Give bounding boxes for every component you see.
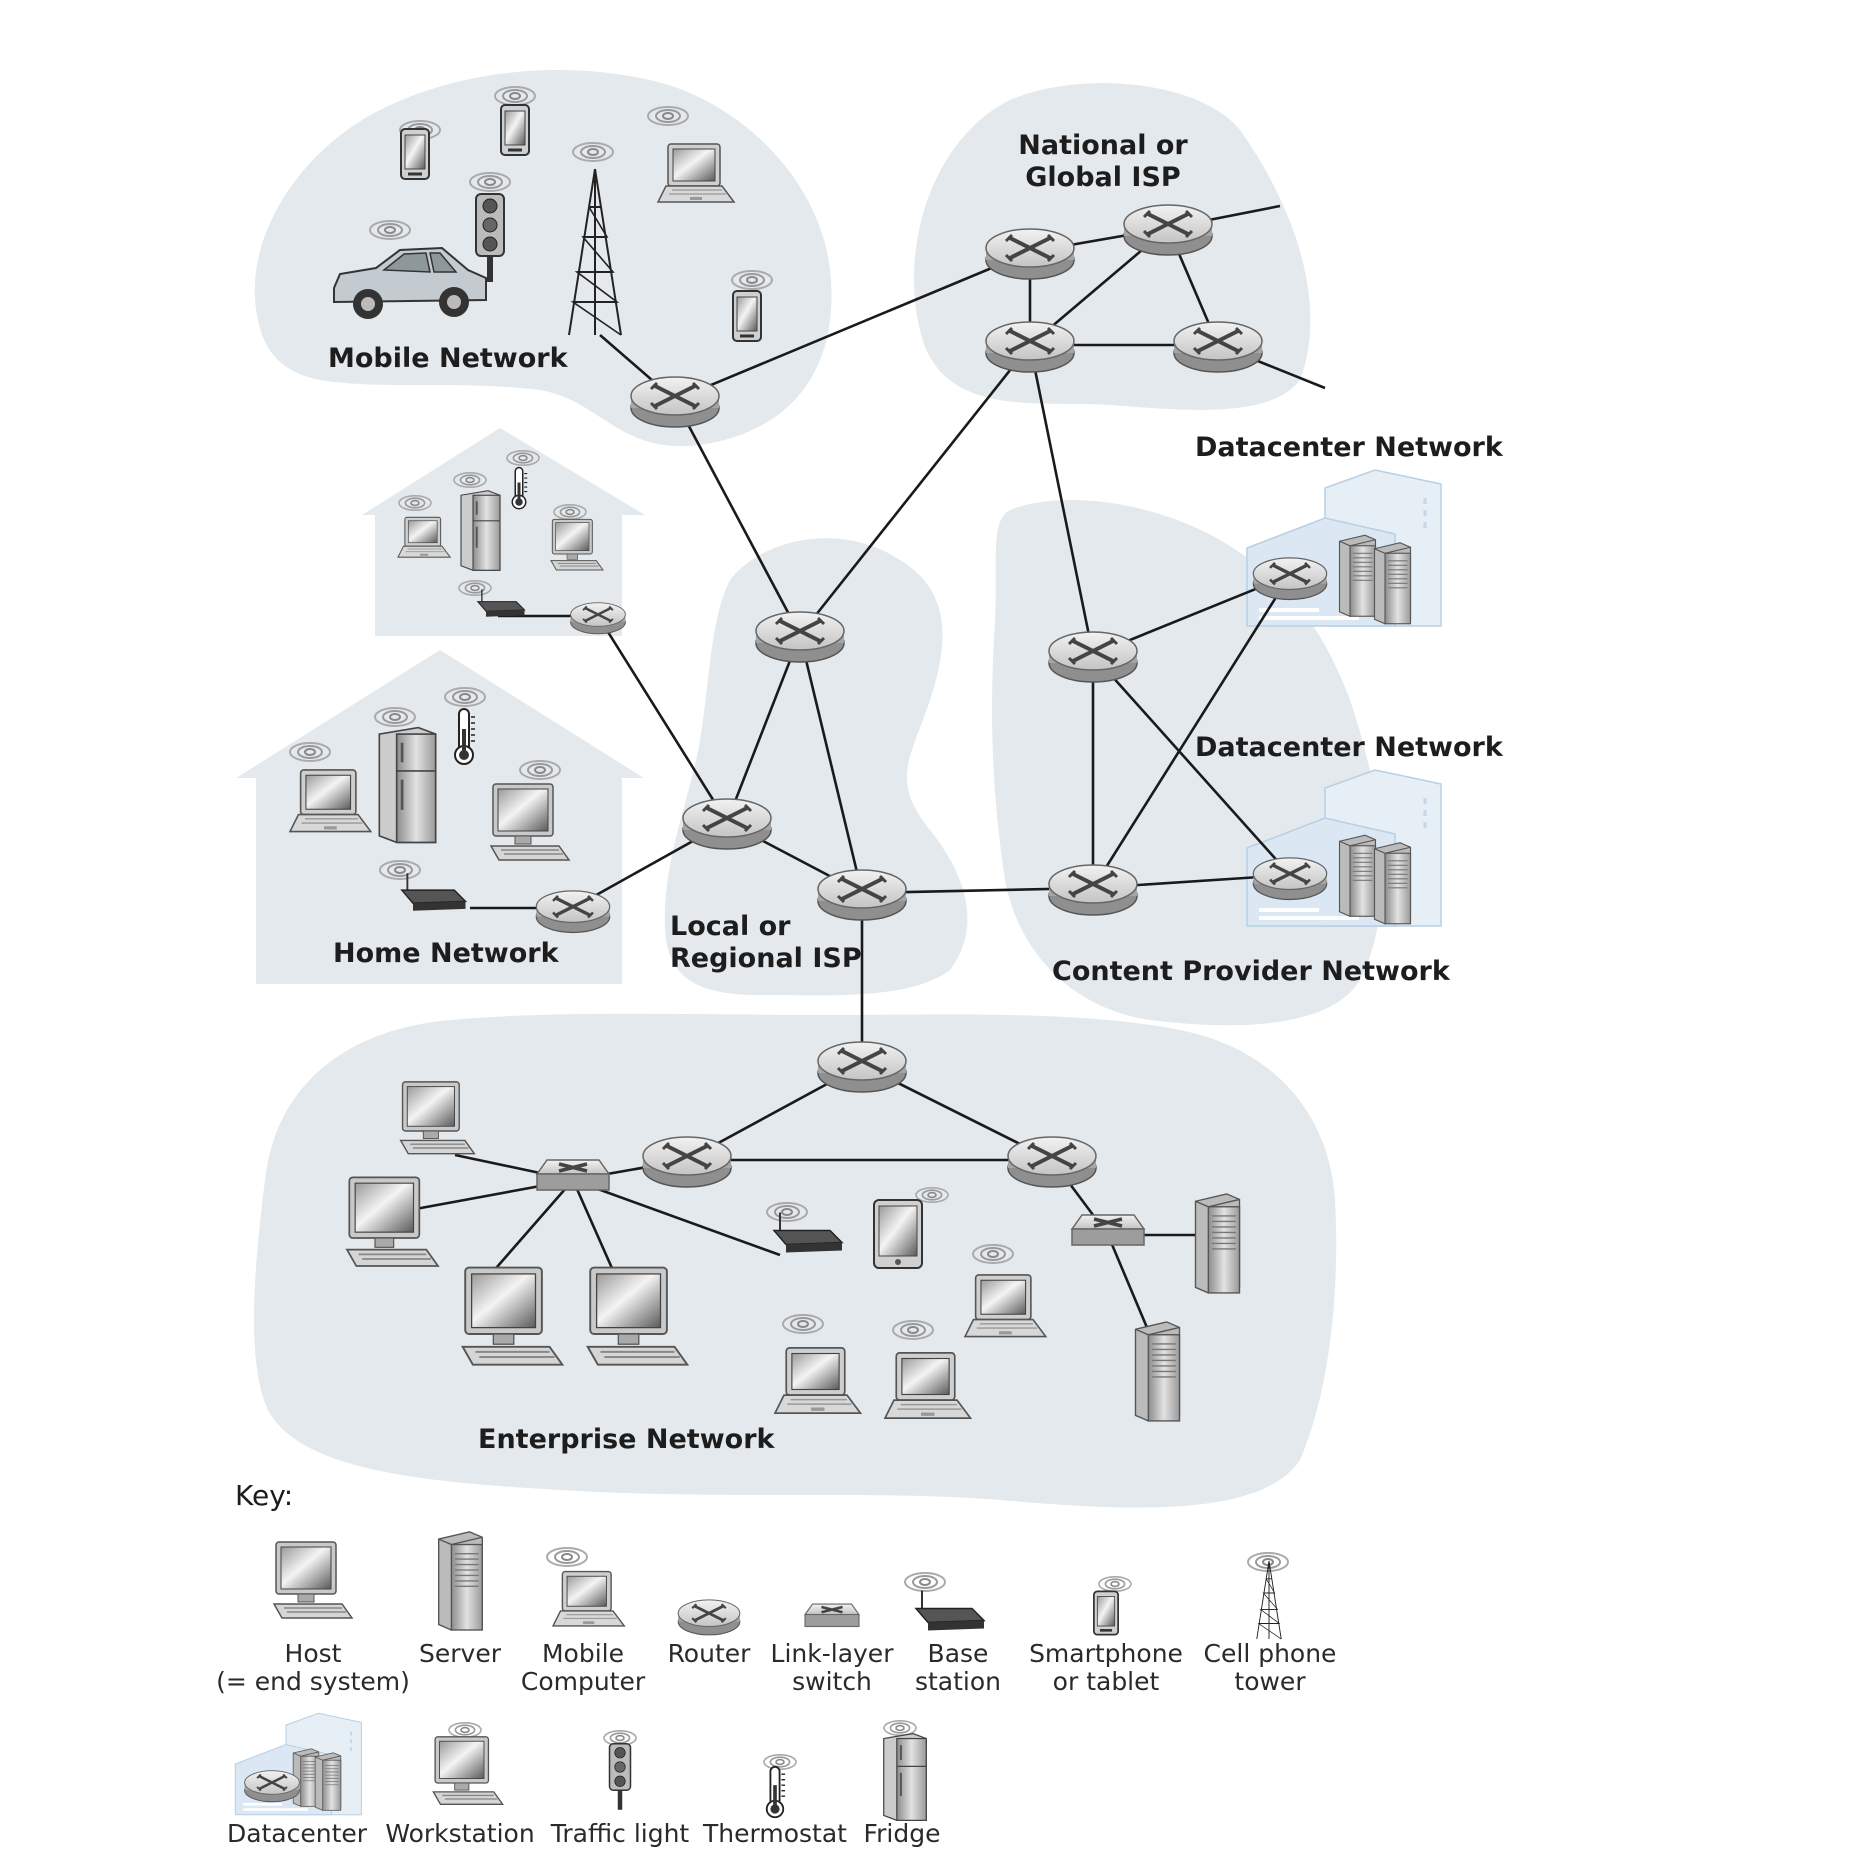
router-ent-left	[641, 1135, 733, 1189]
key-item-thermostat: Thermostat	[702, 1753, 847, 1848]
key-item-traffic-light: Traffic light	[550, 1729, 690, 1848]
svg-text:Datacenter: Datacenter	[227, 1819, 368, 1848]
router-home-small	[569, 601, 627, 636]
router-national-4	[1172, 320, 1264, 374]
switch-icon	[535, 1158, 611, 1192]
label-local-isp-2: Regional ISP	[670, 943, 862, 974]
router-content-top	[1047, 630, 1139, 684]
label-datacenter-top: Datacenter Network	[1195, 432, 1504, 463]
key-item-router: Router	[668, 1598, 752, 1668]
label-national-isp-2: Global ISP	[1025, 162, 1180, 193]
label-enterprise-network: Enterprise Network	[478, 1424, 776, 1455]
label-local-isp-1: Local or	[670, 911, 791, 942]
key-item-mobile-computer: Mobile Computer	[521, 1547, 646, 1696]
router-local-left	[681, 797, 773, 851]
svg-text:Mobile: Mobile	[542, 1639, 624, 1668]
workstation-icon	[432, 1736, 504, 1806]
svg-text:Base: Base	[928, 1639, 989, 1668]
key-item-workstation: Workstation	[385, 1721, 535, 1848]
svg-text:Cell phone: Cell phone	[1204, 1639, 1337, 1668]
smartphone-icon	[399, 127, 431, 181]
svg-text:or tablet: or tablet	[1053, 1667, 1160, 1696]
label-national-isp-1: National or	[1018, 130, 1188, 161]
svg-text:Server: Server	[419, 1639, 502, 1668]
mobile-computer-icon	[552, 1570, 626, 1627]
key: Key: Host (= end system) Server Mobile C…	[216, 1479, 1336, 1848]
svg-text:Traffic light: Traffic light	[550, 1819, 690, 1848]
switch-icon	[803, 1602, 861, 1628]
traffic-light-icon	[608, 1742, 632, 1811]
key-item-cell-tower: Cell phone tower	[1204, 1552, 1337, 1696]
router-national-1	[984, 227, 1076, 281]
mobile-network-region	[254, 70, 832, 447]
key-item-switch: Link-layer switch	[771, 1602, 895, 1696]
svg-text:Workstation: Workstation	[385, 1819, 534, 1848]
router-national-2	[1122, 203, 1214, 257]
region-labels: Mobile Network National or Global ISP Da…	[328, 130, 1504, 1455]
svg-text:Thermostat: Thermostat	[702, 1819, 847, 1848]
svg-text:(= end system): (= end system)	[216, 1667, 410, 1696]
base-station-icon	[914, 1589, 986, 1632]
svg-text:Smartphone: Smartphone	[1029, 1639, 1183, 1668]
router-local-right	[816, 868, 908, 922]
router-dc-mid	[1251, 856, 1329, 902]
router-mobile	[629, 375, 721, 429]
router-content-bottom	[1047, 863, 1139, 917]
svg-text:tower: tower	[1234, 1667, 1306, 1696]
label-content-provider: Content Provider Network	[1052, 956, 1451, 987]
smartphone-icon	[1092, 1590, 1120, 1636]
key-item-fridge: Fridge	[864, 1719, 941, 1848]
svg-text:station: station	[915, 1667, 1001, 1696]
server-icon	[437, 1531, 484, 1631]
router-ent-top	[816, 1040, 908, 1094]
key-item-smartphone: Smartphone or tablet	[1029, 1575, 1183, 1696]
server-icon	[1194, 1193, 1241, 1294]
key-item-server: Server	[419, 1531, 502, 1668]
svg-text:Computer: Computer	[521, 1667, 646, 1696]
router-local-top	[754, 610, 846, 664]
datacenter-top	[1245, 468, 1443, 628]
key-item-datacenter: Datacenter	[227, 1712, 368, 1848]
server-icon	[1134, 1321, 1181, 1422]
fridge-icon	[460, 489, 501, 572]
fridge-icon	[377, 726, 438, 844]
cell-tower-icon	[1256, 1560, 1282, 1640]
router-dc-top	[1251, 556, 1329, 602]
router-icon	[676, 1598, 742, 1637]
router-home	[534, 889, 612, 935]
svg-text:Host: Host	[285, 1639, 342, 1668]
thermostat-icon	[765, 1765, 786, 1819]
home-network-small-region	[362, 428, 645, 636]
svg-text:Link-layer: Link-layer	[771, 1639, 895, 1668]
tablet-icon	[872, 1198, 924, 1270]
svg-text:Router: Router	[668, 1639, 752, 1668]
host-icon	[273, 1541, 353, 1619]
router-ent-right	[1006, 1135, 1098, 1189]
label-home-network: Home Network	[333, 938, 560, 969]
switch-icon	[1070, 1213, 1146, 1247]
key-title: Key:	[235, 1479, 293, 1512]
label-datacenter-mid: Datacenter Network	[1195, 732, 1504, 763]
smartphone-icon	[499, 103, 531, 157]
router-national-3	[984, 320, 1076, 374]
svg-text:Fridge: Fridge	[864, 1819, 941, 1848]
label-mobile-network: Mobile Network	[328, 343, 569, 374]
svg-text:switch: switch	[792, 1667, 872, 1696]
fridge-icon	[882, 1732, 928, 1822]
key-item-base-station: Base station	[904, 1572, 1001, 1696]
smartphone-icon	[731, 289, 763, 343]
key-item-host: Host (= end system)	[216, 1541, 410, 1696]
